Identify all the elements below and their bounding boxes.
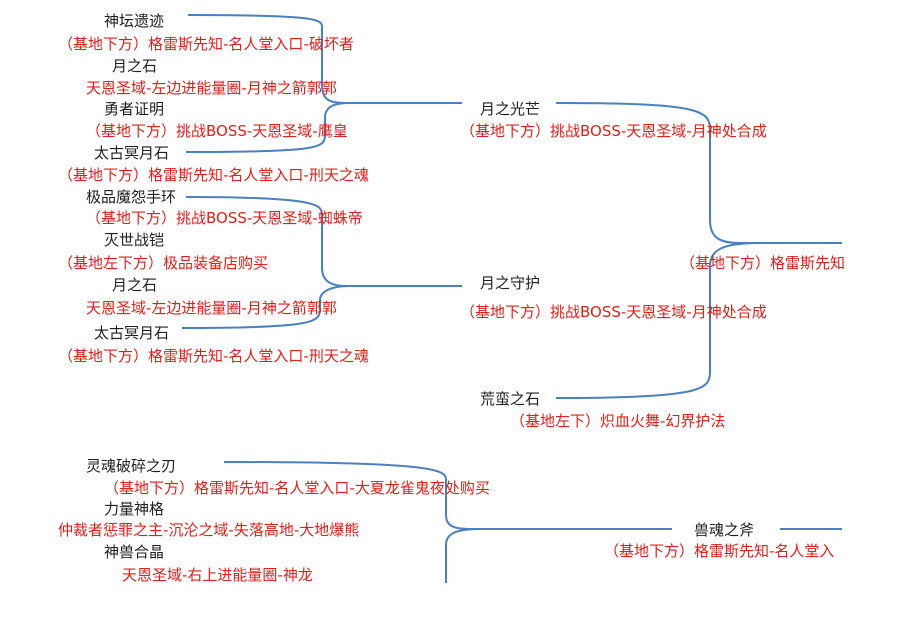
item-source: （基地下方）格雷斯先知-名人堂入口-刑天之魂 (58, 347, 369, 365)
item-source: （基地下方）挑战BOSS-天恩圣域-鹰皇 (86, 122, 348, 140)
item-source: （基地下方）格雷斯先知-名人堂入口-破坏者 (58, 35, 354, 53)
item-name: 极品魔怨手环 (86, 188, 177, 206)
item-name: 力量神格 (104, 500, 165, 518)
item-name: 勇者证明 (104, 100, 165, 118)
bracket-group2-top (223, 461, 672, 530)
mid-item-source: （基地下方）挑战BOSS-天恩圣域-月神处合成 (460, 122, 767, 140)
item-name: 太古冥月石 (94, 144, 170, 162)
item-name: 月之石 (112, 57, 158, 75)
bracket-group1-top-lower (185, 102, 351, 153)
item-source: 天恩圣域-左边进能量圈-月神之箭郭郭 (86, 299, 337, 317)
bracket-final-top (555, 102, 842, 244)
item-source: （基地下方）挑战BOSS-天恩圣域-蜘蛛帝 (86, 209, 363, 227)
mid-item-name: 月之守护 (480, 274, 541, 292)
mid-item-source: （基地左下）炽血火舞-幻界护法 (510, 412, 726, 430)
item-source: 天恩圣域-右上进能量圈-神龙 (122, 566, 313, 584)
result-name: 兽魂之斧 (694, 521, 755, 539)
final-source: （基地下方）格雷斯先知 (680, 254, 846, 272)
item-source: （基地下方）格雷斯先知-名人堂入口-大夏龙雀鬼夜处购买 (104, 479, 490, 497)
bracket-final-bottom (555, 242, 761, 399)
bracket-group1-top (187, 14, 462, 104)
result-source: （基地下方）格雷斯先知-名人堂入 (604, 542, 835, 560)
item-source: （基地左下方）极品装备店购买 (58, 254, 269, 272)
item-source: （基地下方）格雷斯先知-名人堂入口-刑天之魂 (58, 166, 369, 184)
item-name: 月之石 (112, 276, 158, 294)
item-name: 灭世战铠 (104, 231, 165, 249)
item-name: 灵魂破碎之刃 (86, 457, 177, 475)
bracket-group2-bottom (445, 528, 481, 583)
mid-item-name: 月之光芒 (480, 100, 541, 118)
bracket-group1-mid-lower (181, 285, 351, 329)
item-name: 神兽合晶 (104, 543, 165, 561)
mid-item-source: （基地下方）挑战BOSS-天恩圣域-月神处合成 (460, 303, 767, 321)
mid-item-name: 荒蛮之石 (480, 390, 541, 408)
item-name: 神坛遗迹 (104, 12, 165, 30)
item-source: 天恩圣域-左边进能量圈-月神之箭郭郭 (86, 79, 337, 97)
bracket-group1-mid (185, 196, 462, 287)
item-name: 太古冥月石 (94, 324, 170, 342)
item-source: 仲裁者惩罪之主-沉沦之域-失落高地-大地爆熊 (58, 521, 360, 539)
